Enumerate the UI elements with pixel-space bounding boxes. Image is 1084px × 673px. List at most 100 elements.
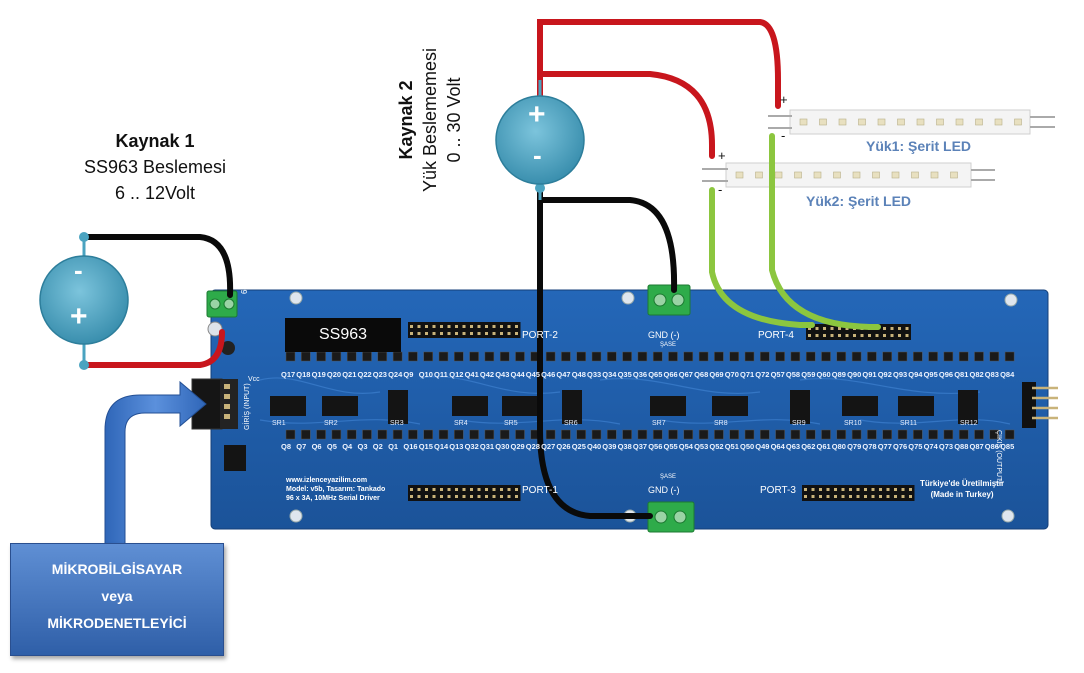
mosfet xyxy=(928,429,938,440)
header-pin xyxy=(804,488,807,491)
led-chip xyxy=(911,171,919,179)
header-pin xyxy=(455,488,458,491)
q-label: Q1 xyxy=(388,442,399,451)
source2-plus: + xyxy=(528,98,546,131)
header-pin xyxy=(898,334,901,337)
mosfet xyxy=(607,351,617,362)
mosfet xyxy=(377,351,388,362)
header-pin xyxy=(470,495,473,498)
q-label: Q8 xyxy=(281,442,292,451)
header-pin xyxy=(440,488,443,491)
q-label: Q58 xyxy=(785,370,801,379)
header-pin xyxy=(515,325,518,328)
header-pin xyxy=(410,332,413,335)
q-label: Q27 xyxy=(541,442,556,451)
led-strip-1 xyxy=(768,109,1055,135)
q-label: Q80 xyxy=(831,442,846,451)
q-label: Q84 xyxy=(1000,370,1015,379)
mosfet xyxy=(285,351,296,362)
mosfet xyxy=(545,429,556,440)
black-wire-source2-gnd-bottom xyxy=(537,197,653,519)
sr-label: SR9 xyxy=(792,420,806,427)
sase-bottom-label: ŞASE xyxy=(660,474,677,480)
model-line: Model: v5b, Tasarım: Tankado xyxy=(286,486,386,493)
q-label: Q90 xyxy=(847,370,862,379)
mosfet xyxy=(499,429,510,440)
header-pin xyxy=(432,332,436,335)
led-chip xyxy=(794,171,802,179)
q-label: Q22 xyxy=(357,370,372,379)
q-label: Q67 xyxy=(678,370,693,379)
sr-label: SR7 xyxy=(652,420,666,427)
mosfet xyxy=(545,351,556,362)
header-pin xyxy=(883,327,886,330)
q-label: Q19 xyxy=(311,370,326,379)
header-pin xyxy=(841,488,845,491)
header-pin xyxy=(886,495,890,498)
shift-register-chip xyxy=(842,396,878,416)
green-wire-load2 xyxy=(709,187,815,328)
q-label: Q11 xyxy=(434,370,448,379)
header-pin xyxy=(886,488,890,491)
led-chip xyxy=(858,118,866,126)
q-label: Q7 xyxy=(296,442,307,451)
q-label: Q41 xyxy=(464,370,479,379)
pin-header xyxy=(408,322,521,338)
header-pin xyxy=(462,488,466,491)
mosfet xyxy=(729,429,739,440)
led-chip xyxy=(877,118,886,126)
header-pin xyxy=(492,488,496,491)
q-label: Q61 xyxy=(816,442,831,451)
pin-headers xyxy=(408,322,915,501)
shift-register-chip xyxy=(452,396,488,416)
q-label: Q12 xyxy=(449,370,464,379)
header-pin xyxy=(808,327,811,330)
load1-minus: - xyxy=(781,128,786,143)
sr-label: SR1 xyxy=(272,420,286,427)
model-box xyxy=(285,318,401,352)
mosfet xyxy=(775,351,785,362)
sr-label: SR3 xyxy=(390,420,404,427)
header-pin xyxy=(894,495,897,498)
mosfet xyxy=(760,351,770,362)
q-label: Q75 xyxy=(908,442,923,451)
header-pin xyxy=(455,325,458,328)
header-pin xyxy=(425,495,428,498)
made-en: (Made in Turkey) xyxy=(930,490,994,499)
header-pin xyxy=(901,488,905,491)
header-pin xyxy=(477,325,481,328)
q-label: Q81 xyxy=(954,370,969,379)
header-pin xyxy=(901,495,905,498)
q-label: Q32 xyxy=(464,442,479,451)
q-label: Q50 xyxy=(740,442,755,451)
board-info: www.izlenceyazilim.com Model: v5b, Tasar… xyxy=(286,476,385,503)
mosfet xyxy=(607,429,617,440)
mosfet xyxy=(714,351,724,362)
sase-top-label: ŞASE xyxy=(660,342,677,348)
mosfet xyxy=(561,429,571,440)
port3-label: PORT-3 xyxy=(760,485,796,496)
header-pin xyxy=(849,488,852,491)
q-label: Q30 xyxy=(495,442,510,451)
q-label: Q94 xyxy=(908,370,923,379)
mosfet xyxy=(515,429,525,440)
mosfet xyxy=(637,351,648,362)
header-pin xyxy=(470,325,473,328)
q-label: Q95 xyxy=(923,370,938,379)
q-label: Q59 xyxy=(801,370,816,379)
mosfet xyxy=(790,351,801,362)
load2-minus: - xyxy=(718,182,723,197)
header-pin xyxy=(883,334,886,337)
mosfet xyxy=(851,351,862,362)
mosfet xyxy=(958,429,969,440)
q-label: Q66 xyxy=(663,370,678,379)
led-chip xyxy=(916,118,925,126)
header-pin xyxy=(447,495,451,498)
mosfet xyxy=(576,351,586,362)
q-label: Q29 xyxy=(510,442,525,451)
q-label: Q34 xyxy=(602,370,617,379)
mosfet xyxy=(561,351,571,362)
mosfet xyxy=(882,429,892,440)
gnd-top-label: GND (-) xyxy=(648,330,680,340)
